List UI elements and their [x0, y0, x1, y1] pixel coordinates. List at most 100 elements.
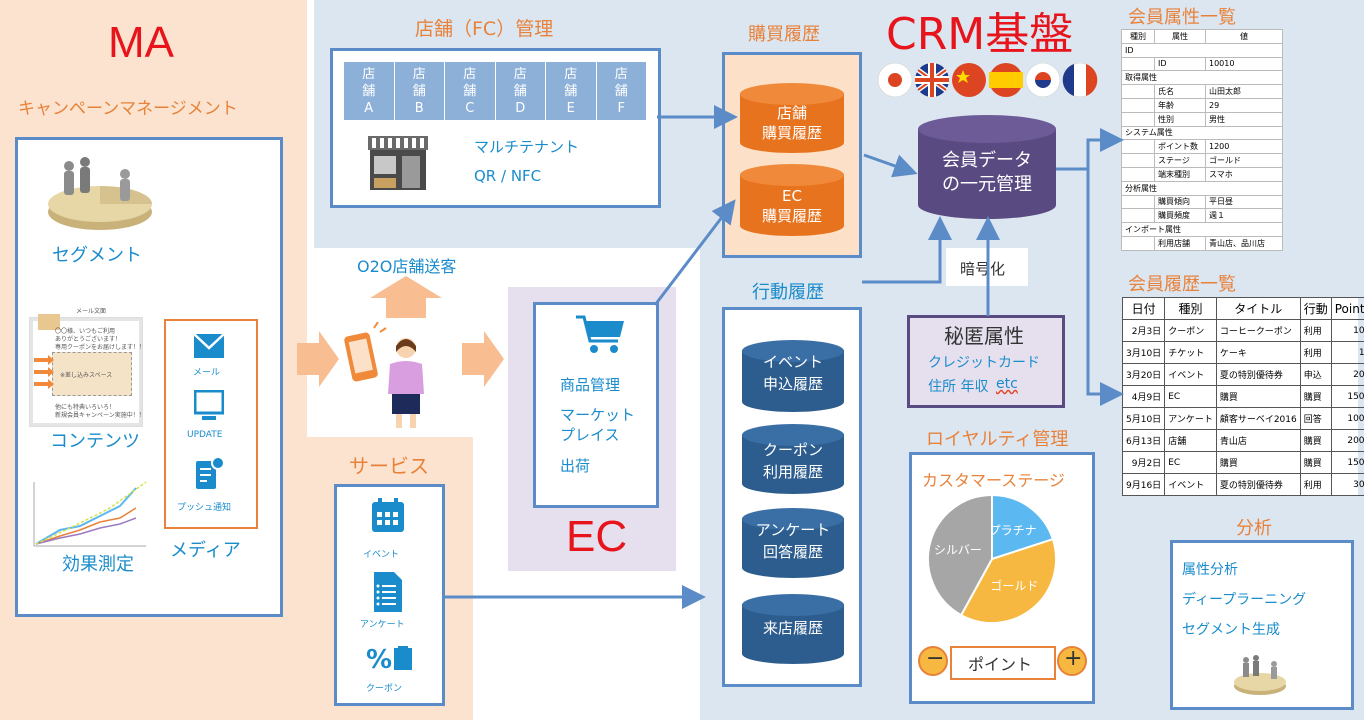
secret-title: 秘匿属性 — [944, 324, 1024, 348]
ma-to-customer-arrow — [297, 331, 339, 387]
store-cell-e[interactable]: 店 舗 E — [546, 62, 597, 120]
history-cell: 利用 — [1299, 473, 1332, 496]
media-bracket-right — [256, 319, 258, 529]
segment-label: セグメント — [52, 245, 142, 266]
history-cell: 夏の特別優待券 — [1215, 363, 1301, 386]
media-bracket — [164, 319, 256, 529]
secret-line2a: 住所 年収 — [928, 379, 989, 395]
survey-history-label-a: アンケート — [755, 521, 831, 539]
attr-table-row: インポート属性 — [1121, 222, 1283, 237]
storefront-icon — [368, 136, 428, 190]
crm-title: CRM基盤 — [886, 9, 1074, 60]
service-event-label[interactable]: イベント — [363, 550, 400, 560]
purchase-title: 購買履歴 — [748, 24, 820, 45]
history-cell: イベント — [1164, 363, 1217, 386]
flag-spain-icon — [989, 63, 1023, 97]
history-cell: 3月20日 — [1121, 363, 1166, 386]
envelope-icon — [38, 314, 60, 330]
attr-cell — [1121, 153, 1155, 168]
media-push-label: プッシュ通知 — [177, 503, 232, 513]
pie-label-2: シルバー — [934, 543, 982, 557]
qr-nfc-label: QR / NFC — [474, 167, 542, 185]
attr-cell — [1121, 166, 1155, 182]
flag-china-icon — [952, 63, 986, 97]
store-cell-c[interactable]: 店 舗 C — [445, 62, 496, 120]
history-cell: 利用 — [1299, 319, 1332, 342]
attr-cell: 購買傾向 — [1154, 194, 1206, 210]
mail-doc-title: メール文面 — [76, 308, 107, 315]
secret-line1: クレジットカード — [928, 355, 1040, 371]
ec-purchase-db: EC 購買履歴 — [740, 164, 844, 236]
svg-text:%: % — [366, 645, 392, 674]
history-cell: 5月10日 — [1121, 407, 1166, 430]
attr-table-row: 分析属性 — [1121, 180, 1283, 196]
point-label: ポイント — [968, 655, 1033, 674]
point-box — [950, 646, 1056, 680]
history-cell: 購買 — [1299, 385, 1332, 408]
history-cell: 回答 — [1299, 407, 1332, 430]
shopping-cart-icon — [576, 315, 624, 353]
mail-doc-line2: ありがとうございます！ — [55, 336, 122, 343]
history-cell: 9月2日 — [1121, 451, 1166, 474]
history-cell: コーヒークーポン — [1215, 319, 1301, 342]
calendar-icon — [372, 498, 404, 532]
pie-slice-2 — [927, 495, 993, 617]
attr-table-row: 購買頻度週１ — [1121, 208, 1283, 224]
attr-category-cell: 取得属性 — [1121, 70, 1283, 86]
history-cell: 150 — [1330, 451, 1364, 474]
store-cell-a[interactable]: 店 舗 A — [344, 62, 395, 120]
history-cell: 購買 — [1299, 451, 1332, 474]
store-cell-b[interactable]: 店 舗 B — [394, 62, 445, 120]
store-purchase-label-b: 購買履歴 — [761, 124, 822, 142]
pie-slice-1 — [959, 537, 1057, 623]
store-cell-f[interactable]: 店 舗 F — [596, 62, 646, 120]
point-plus-button[interactable]: + — [1064, 646, 1083, 671]
minus-button-circle — [918, 646, 948, 676]
history-cell: 4月9日 — [1121, 385, 1166, 408]
attr-cell: 購買頻度 — [1154, 208, 1206, 224]
contents-label: コンテンツ — [50, 431, 140, 452]
history-cell: チケット — [1164, 341, 1217, 364]
store-title: 店舗（FC）管理 — [415, 18, 554, 40]
history-cell: 100 — [1330, 407, 1364, 430]
store-cells: 店 舗 A 店 舗 B 店 舗 C 店 舗 D 店 舗 E 店 舗 F — [344, 62, 646, 120]
ec-item-market-b: プレイス — [560, 426, 620, 444]
point-minus-button[interactable]: − — [926, 646, 945, 671]
mail-doc-line5: 新規会員キャンペーン実施中！！ — [55, 412, 145, 419]
attr-category-cell: システム属性 — [1121, 125, 1283, 141]
attr-cell: ID — [1154, 56, 1206, 72]
media-mail-label: メール — [193, 368, 221, 378]
history-head-action: 行動 — [1299, 297, 1332, 320]
service-coupon-label[interactable]: クーポン — [366, 684, 403, 694]
attr-cell: 端末種別 — [1154, 166, 1206, 182]
o2o-up-arrow — [370, 276, 442, 318]
segment-mini-icon — [1234, 655, 1286, 695]
survey-document-icon — [374, 572, 402, 612]
attr-cell: スマホ — [1205, 166, 1283, 182]
analysis-item-attr: 属性分析 — [1182, 562, 1238, 578]
attr-cell: 年齢 — [1154, 97, 1206, 113]
history-cell: 申込 — [1299, 363, 1332, 386]
attr-category-cell: ID — [1121, 42, 1283, 58]
attr-cell — [1121, 194, 1155, 210]
attr-cell: 29 — [1205, 97, 1283, 113]
attr-table-title: 会員属性一覧 — [1128, 7, 1236, 28]
store-cell-d[interactable]: 店 舗 D — [495, 62, 546, 120]
visit-history-db: 来店履歴 — [742, 594, 844, 664]
attr-table-row: 購買傾向平日昼 — [1121, 194, 1283, 210]
monitor-icon — [194, 390, 224, 420]
attr-head-value: 値 — [1205, 29, 1283, 44]
effect-label: 効果測定 — [62, 554, 134, 575]
attr-category-cell: インポート属性 — [1121, 222, 1283, 237]
attr-head-kind: 種別 — [1121, 29, 1155, 44]
member-data-label-a: 会員データ — [942, 150, 1032, 171]
attr-cell — [1121, 84, 1155, 99]
pie-label-1: ゴールド — [990, 578, 1038, 593]
history-cell: 6月13日 — [1121, 429, 1166, 452]
mail-doc-line1: 〇〇様、いつもご利用 — [55, 328, 116, 335]
service-survey-label[interactable]: アンケート — [360, 620, 405, 630]
